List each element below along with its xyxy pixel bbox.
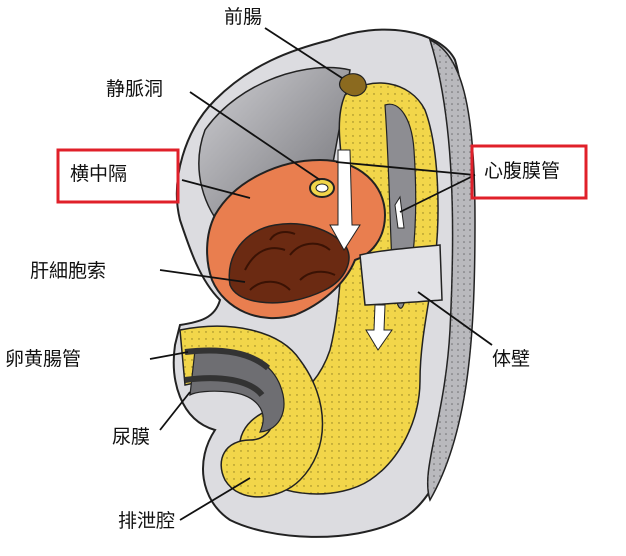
- label-body-wall: 体壁: [492, 348, 531, 370]
- label-pericardioperitoneal-canal: 心腹膜管: [484, 160, 561, 182]
- body-wall-band: [359, 244, 443, 306]
- label-liver-cords: 肝細胞索: [30, 260, 107, 282]
- leader-lines: [149, 27, 493, 521]
- yolk-duct: [184, 347, 270, 371]
- allantois-duct: [184, 375, 265, 398]
- label-cloaca: 排泄腔: [118, 510, 176, 532]
- label-allantois: 尿膜: [112, 426, 151, 448]
- foregut-lumen: [338, 73, 367, 97]
- arrow-right: [394, 195, 405, 229]
- label-sinus-venosus: 静脈洞: [106, 78, 164, 100]
- label-yolk-duct: 卵黄腸管: [5, 348, 82, 370]
- highlight-box-pericardio: [470, 144, 588, 200]
- label-septum-transversum: 横中隔: [70, 163, 128, 185]
- label-foregut: 前腸: [224, 6, 263, 28]
- arrow-lower: [365, 304, 393, 351]
- highlight-box-septum: [56, 148, 180, 204]
